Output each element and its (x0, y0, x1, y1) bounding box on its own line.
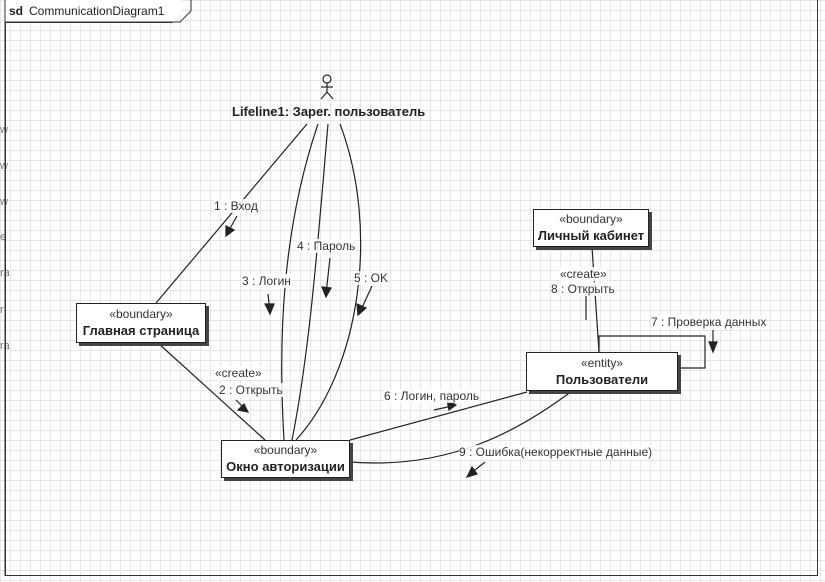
link-auth-users-1 (349, 391, 528, 441)
message-9-label[interactable]: 9 : Ошибка(некорректные данные) (459, 445, 653, 459)
object-cabinet[interactable]: «boundary» Личный кабинет (533, 209, 649, 247)
actor-label[interactable]: Lifeline1: Зарег. пользователь (232, 104, 426, 119)
users-name: Пользователи (555, 371, 649, 387)
link-auth-users-2 (349, 390, 573, 464)
main-page-name: Главная страница (82, 323, 200, 338)
message-1-label[interactable]: 1 : Вход (214, 199, 258, 213)
actor-icon (320, 74, 334, 100)
message-6-label[interactable]: 6 : Логин, пароль (384, 389, 480, 403)
message-2-stereotype: «create» (215, 366, 262, 380)
message-2-label[interactable]: 2 : Открыть (219, 383, 283, 397)
link-main-auth (157, 342, 266, 441)
link-cabinet-users (591, 246, 600, 353)
link-actor-auth-2 (291, 123, 329, 441)
message-7-label[interactable]: 7 : Проверка данных (651, 315, 767, 329)
link-actor-auth-3 (295, 123, 362, 441)
auth-window-stereotype: «boundary» (253, 443, 318, 457)
edge-fragment: e (0, 231, 7, 243)
users-stereotype: «entity» (580, 355, 624, 370)
main-page-stereotype: «boundary» (109, 307, 173, 321)
edge-fragment: w (0, 196, 8, 208)
self-loop-users (598, 335, 706, 369)
edge-fragment: r (0, 304, 4, 316)
message-8-label[interactable]: 8 : Открыть (551, 282, 615, 296)
message-4-label[interactable]: 4 : Пароль (297, 239, 356, 253)
message-3-label[interactable]: 3 : Логин (242, 274, 291, 288)
edge-fragment: w (0, 160, 8, 172)
auth-window-name: Окно авторизации (226, 459, 345, 474)
diagram-frame (5, 0, 818, 576)
cabinet-stereotype: «boundary» (559, 212, 623, 226)
object-auth-window[interactable]: «boundary» Окно авторизации (221, 440, 350, 478)
link-actor-main (155, 123, 308, 304)
message-5-label[interactable]: 5 : OK (354, 271, 389, 285)
object-main-page[interactable]: «boundary» Главная страница (76, 303, 206, 343)
object-users[interactable]: «entity» Пользователи (526, 352, 678, 391)
message-8-stereotype: «create» (560, 267, 607, 281)
edge-fragment: w (0, 124, 8, 136)
cabinet-name: Личный кабинет (537, 228, 645, 243)
